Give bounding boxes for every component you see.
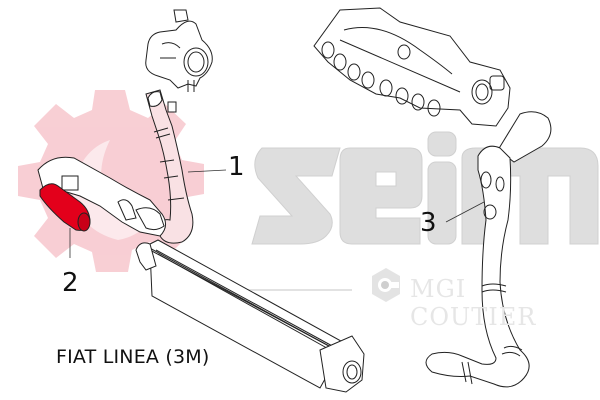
intercooler-drawing: [135, 239, 365, 393]
hose-1-drawing: [145, 89, 194, 244]
hose-2-drawing: [37, 156, 166, 237]
mgi-coutier-logo-icon: [248, 268, 400, 302]
seim-logo-icon: [251, 131, 599, 245]
leader-lines: [69, 169, 485, 258]
mgi-coutier-text: MGI COUTIER: [410, 275, 537, 331]
vehicle-model-caption: FIAT LINEA (3M): [56, 346, 210, 368]
callout-3: 3: [420, 208, 437, 238]
pipe-3-drawing: [425, 111, 552, 388]
callout-1: 1: [228, 152, 245, 182]
callout-2: 2: [62, 268, 79, 298]
turbocharger-drawing: [145, 9, 213, 92]
intake-manifold-drawing: [313, 7, 511, 127]
